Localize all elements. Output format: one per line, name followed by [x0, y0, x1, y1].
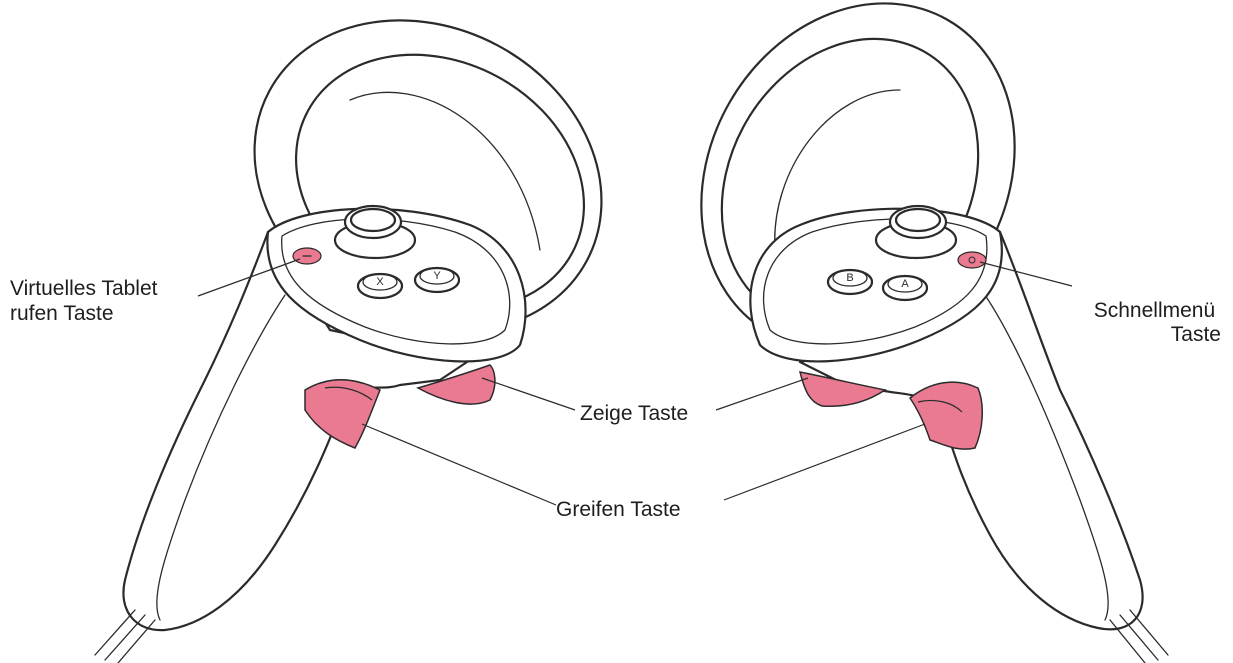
- label-quick-menu: Schnellmenü Taste: [1094, 299, 1221, 346]
- label-virtual-tablet-line1: Virtuelles Tablet: [10, 277, 158, 300]
- label-quick-menu-line2: Taste: [1171, 323, 1221, 346]
- x-button: X: [358, 274, 402, 298]
- label-virtual-tablet-line2: rufen Taste: [10, 302, 114, 325]
- callout-line-pointer-right: [716, 378, 808, 410]
- x-button-label: X: [376, 276, 384, 288]
- right-quick-menu-button: [958, 252, 986, 268]
- callout-line-grip-left: [362, 424, 556, 505]
- label-quick-menu-line1: Schnellmenü: [1094, 299, 1215, 322]
- left-controller: X Y: [95, 0, 656, 663]
- right-grip: [910, 382, 982, 449]
- a-button: A: [883, 276, 927, 300]
- callout-line-pointer-left: [482, 378, 575, 410]
- y-button: Y: [415, 268, 459, 292]
- label-virtual-tablet: Virtuelles Tablet rufen Taste: [10, 277, 163, 325]
- b-button: B: [828, 270, 872, 294]
- label-pointer: Zeige Taste: [580, 402, 688, 425]
- y-button-label: Y: [433, 270, 441, 282]
- label-grip: Greifen Taste: [556, 498, 681, 521]
- callout-line-grip-right: [724, 424, 925, 500]
- b-button-label: B: [846, 272, 853, 284]
- a-button-label: A: [901, 278, 909, 290]
- right-controller: B A: [640, 0, 1168, 663]
